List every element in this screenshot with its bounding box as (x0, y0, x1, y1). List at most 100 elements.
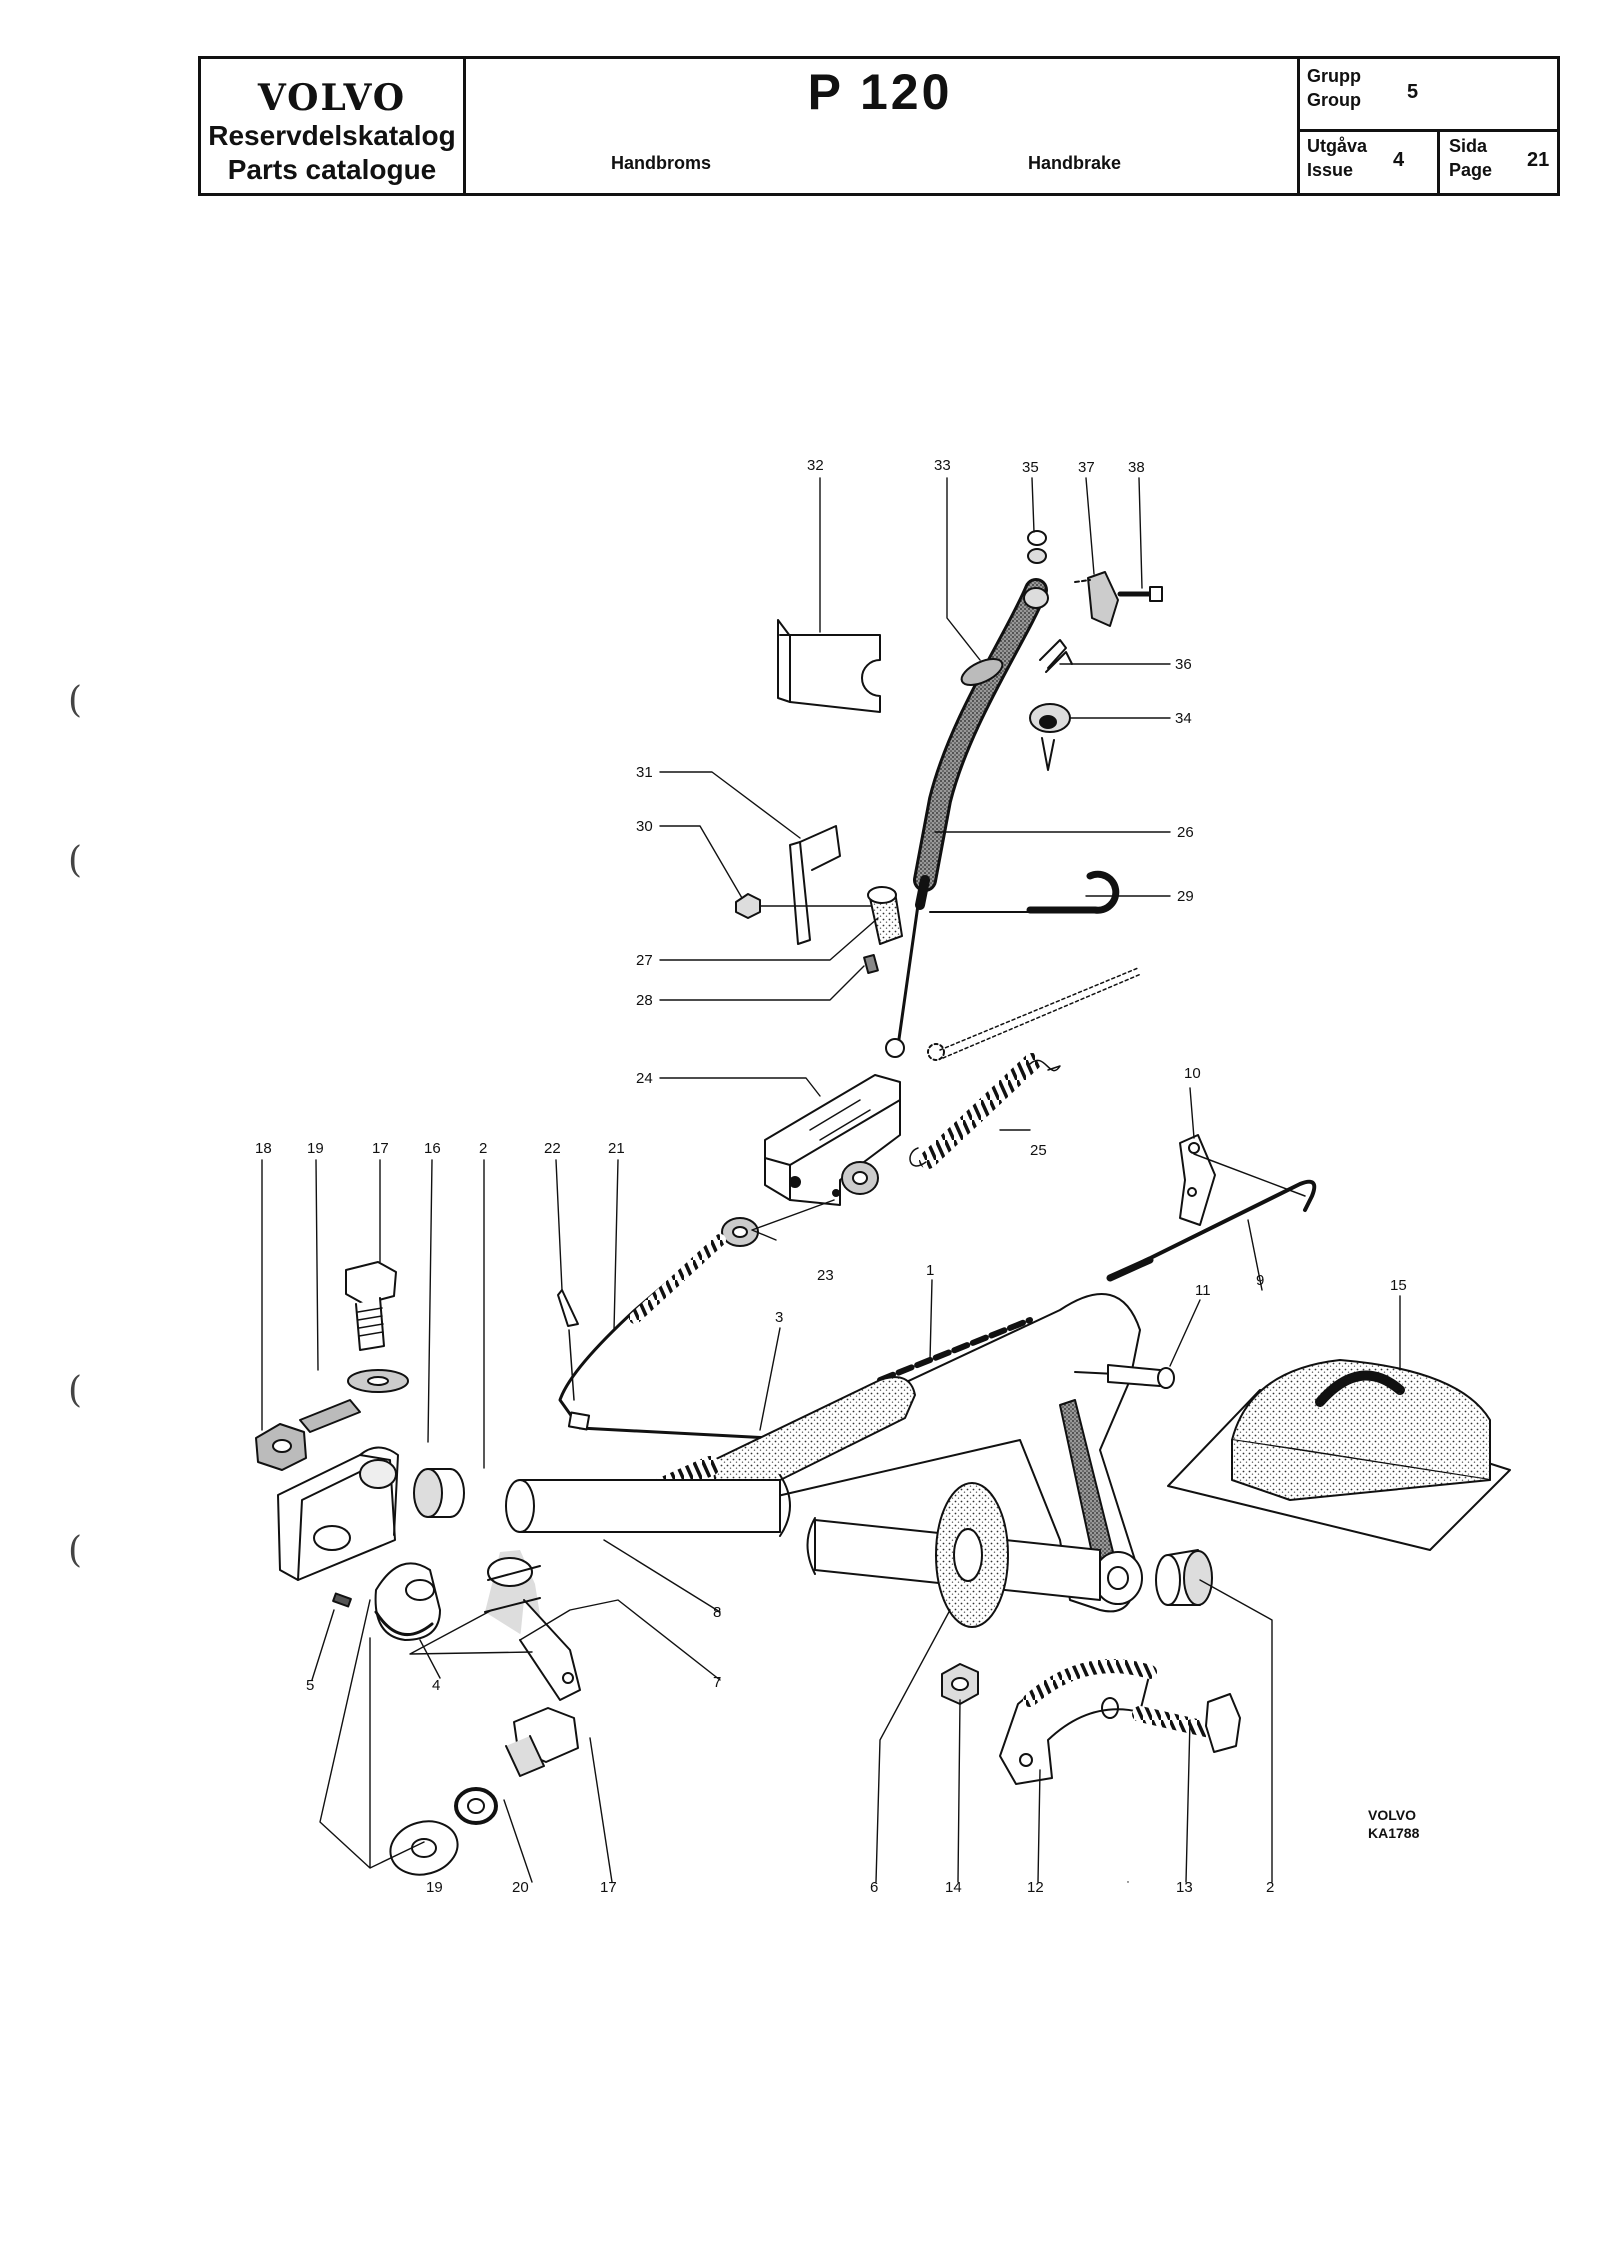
part-17-bolt-top (345, 1261, 397, 1351)
callout-28: 28 (636, 992, 653, 1009)
callout-22: 22 (544, 1140, 561, 1157)
dashed-cable-run (927, 967, 1142, 1061)
callout-34: 34 (1175, 710, 1192, 727)
model-title: P 120 (807, 64, 953, 120)
issue-label-sv: Utgåva (1307, 136, 1368, 156)
callout-13: 13 (1176, 1879, 1193, 1896)
callout-30: 30 (636, 818, 653, 835)
callout-5: 5 (306, 1677, 314, 1694)
section-name-en: Handbrake (1028, 153, 1122, 173)
part-26-cable-conduit (885, 578, 1048, 1058)
callout-35: 35 (1022, 459, 1039, 476)
callout-3: 3 (775, 1309, 783, 1326)
part-11-pin (1074, 1364, 1175, 1389)
volvo-logo: VOLVO (257, 77, 407, 119)
part-22-split-pin (557, 1289, 579, 1401)
callout-38: 38 (1128, 459, 1145, 476)
leader-lines (261, 477, 1401, 1883)
part-38-screw (1117, 586, 1163, 602)
callout-4: 4 (432, 1677, 440, 1694)
title-cell: P 120 Handbroms Handbrake (463, 59, 1300, 193)
catalog-brand: VOLVO (1368, 1807, 1416, 1823)
callout-labels: 32 33 35 37 38 36 34 31 30 26 29 27 28 2… (255, 457, 1407, 1896)
part-18-nut (255, 1423, 307, 1471)
margin-mark: ( (68, 840, 83, 881)
part-20-spring-washer (454, 1787, 498, 1825)
callout-1: 1 (926, 1262, 934, 1279)
part-5-screw (332, 1592, 352, 1608)
callout-33: 33 (934, 457, 951, 474)
callout-19b: 19 (426, 1879, 443, 1896)
part-29-hook (929, 870, 1120, 914)
brand-cell: VOLVO Reservdelskatalog Parts catalogue (201, 59, 466, 193)
part-37-clip (1074, 571, 1119, 627)
callout-37: 37 (1078, 459, 1095, 476)
part-30-nut (735, 893, 881, 919)
brand-subtitle-sv: Reservdelskatalog (208, 120, 456, 151)
callout-31: 31 (636, 764, 653, 781)
issue-value: 4 (1393, 149, 1405, 171)
part-4-cam (374, 1562, 441, 1641)
callout-32: 32 (807, 457, 824, 474)
page-value: 21 (1527, 149, 1550, 171)
callout-17: 17 (372, 1140, 389, 1157)
part-2-bush-left (413, 1468, 465, 1518)
callout-15: 15 (1390, 1277, 1407, 1294)
part-27-sleeve (867, 886, 903, 945)
margin-mark: ( (68, 1370, 83, 1411)
callout-20: 20 (512, 1879, 529, 1896)
part-31-bracket (789, 825, 841, 945)
part-17-bolt-bottom (505, 1707, 579, 1777)
callout-10: 10 (1184, 1065, 1201, 1082)
part-19-washer-top (347, 1369, 409, 1393)
callout-29: 29 (1177, 888, 1194, 905)
part-36-spring-clip (1039, 639, 1073, 673)
callout-36: 36 (1175, 656, 1192, 673)
part-35-washer (1027, 530, 1047, 564)
part-24-guide-bracket (764, 1074, 901, 1206)
section-name-sv: Handbroms (611, 153, 712, 173)
part-21-pull-rod (558, 1234, 772, 1440)
header-box: VOLVO Reservdelskatalog Parts catalogue … (198, 56, 1560, 196)
part-19-washer-bottom (389, 1820, 459, 1876)
pivot-shaft (505, 1474, 1101, 1601)
margin-mark: ( (68, 680, 83, 721)
callout-14: 14 (945, 1879, 962, 1896)
callout-19: 19 (307, 1140, 324, 1157)
part-2-bush-right (1155, 1549, 1213, 1606)
catalog-reference: VOLVO KA1788 (1368, 1807, 1420, 1841)
brand-subtitle-en: Parts catalogue (227, 154, 437, 185)
callout-17b: 17 (600, 1879, 617, 1896)
part-1-lever (739, 1293, 1143, 1613)
callout-2: 2 (479, 1140, 487, 1157)
part-28-set-screw (863, 953, 879, 975)
callout-9: 9 (1256, 1272, 1264, 1289)
part-12-ratchet-segment (999, 1659, 1157, 1785)
part-33-grommet (960, 587, 1049, 686)
callout-6: 6 (870, 1879, 878, 1896)
part-25-spring (909, 1053, 1061, 1169)
meta-divider-horizontal (1297, 129, 1557, 132)
group-label-en: Group (1307, 90, 1361, 110)
part-15-rubber-boot (1167, 1359, 1511, 1551)
part-32-bracket-plate (777, 619, 881, 713)
callout-24: 24 (636, 1070, 653, 1087)
callout-12: 12 (1027, 1879, 1044, 1896)
group-label-sv: Grupp (1307, 66, 1361, 86)
meta-cell: Grupp Group 5 Utgåva Issue 4 Sida Page 2… (1297, 59, 1557, 193)
part-14-nut (941, 1663, 979, 1705)
page-label-en: Page (1449, 160, 1493, 180)
callout-27: 27 (636, 952, 653, 969)
catalog-ref: KA1788 (1368, 1825, 1420, 1841)
part-13-bolt (1132, 1693, 1241, 1753)
callout-26: 26 (1177, 824, 1194, 841)
meta-divider-vertical (1437, 129, 1440, 193)
callout-8: 8 (713, 1604, 721, 1621)
part-9-rod (1106, 1153, 1317, 1282)
part-10-bracket (1179, 1134, 1216, 1226)
part-7-lever (484, 1550, 581, 1701)
part-16-mounting-bracket (277, 1399, 399, 1581)
callout-2b: 2 (1266, 1879, 1274, 1896)
margin-mark: ( (68, 1530, 83, 1571)
